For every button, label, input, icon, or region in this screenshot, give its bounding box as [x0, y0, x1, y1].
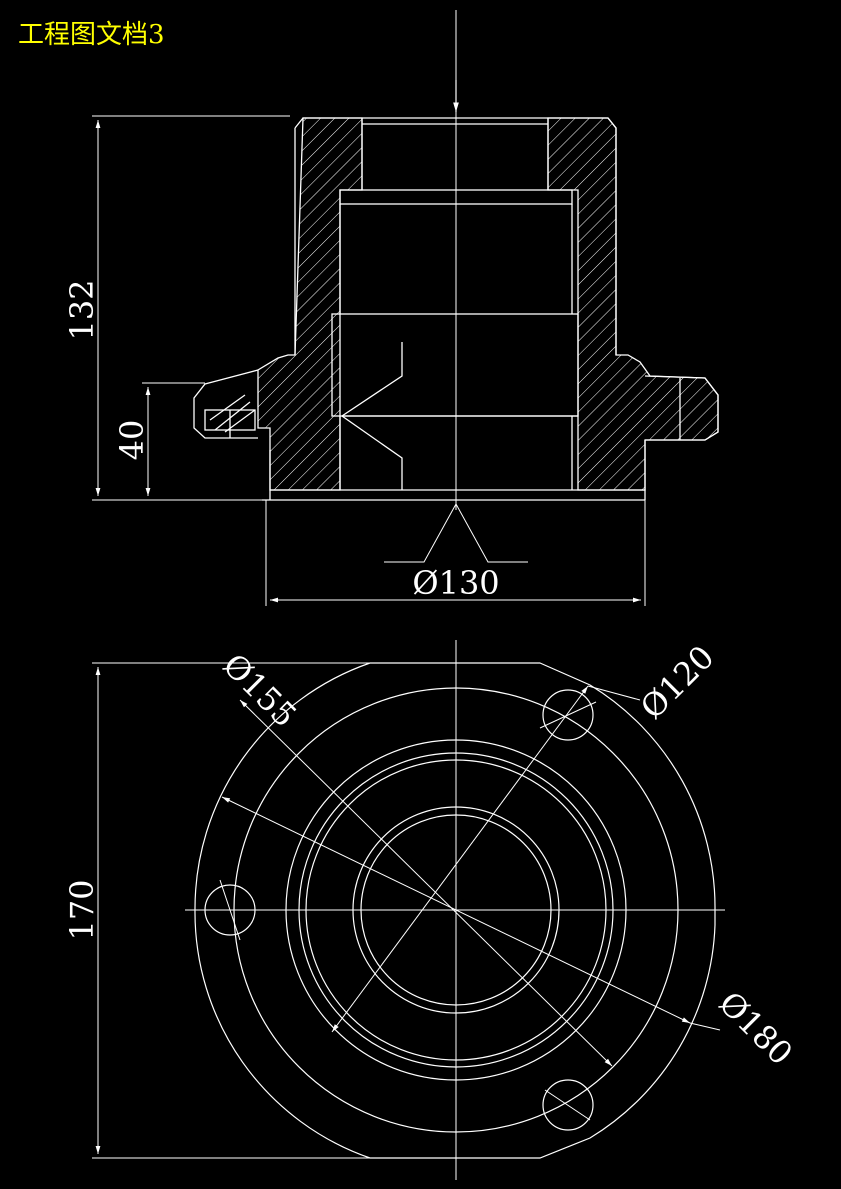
dim-flange-height: [142, 382, 205, 496]
bolt-hole-bottom-right: [542, 1079, 594, 1131]
flange-left: [193, 369, 259, 439]
hatched-wall-right: [547, 117, 719, 491]
dim-label-132: 132: [63, 279, 101, 340]
flange-right: [644, 375, 719, 441]
hatched-wall-left: [257, 117, 363, 491]
dim-section-height: [92, 115, 290, 501]
dim-label-120: Ø120: [633, 638, 722, 727]
dim-label-130: Ø130: [412, 564, 499, 602]
dim-label-170: 170: [63, 879, 101, 940]
dim-label-155: Ø155: [215, 646, 304, 735]
dim-diagonals: [221, 685, 721, 1067]
section-outline: [294, 117, 617, 355]
section-view: [193, 117, 719, 501]
dim-bore: [265, 500, 646, 606]
document-title: 工程图文档3: [18, 20, 165, 50]
thread-lines: [340, 342, 578, 490]
dim-plan-height: [92, 662, 370, 1159]
dim-label-40: 40: [113, 420, 151, 461]
dim-label-180: Ø180: [711, 984, 800, 1073]
flange-outline: [194, 662, 716, 1159]
